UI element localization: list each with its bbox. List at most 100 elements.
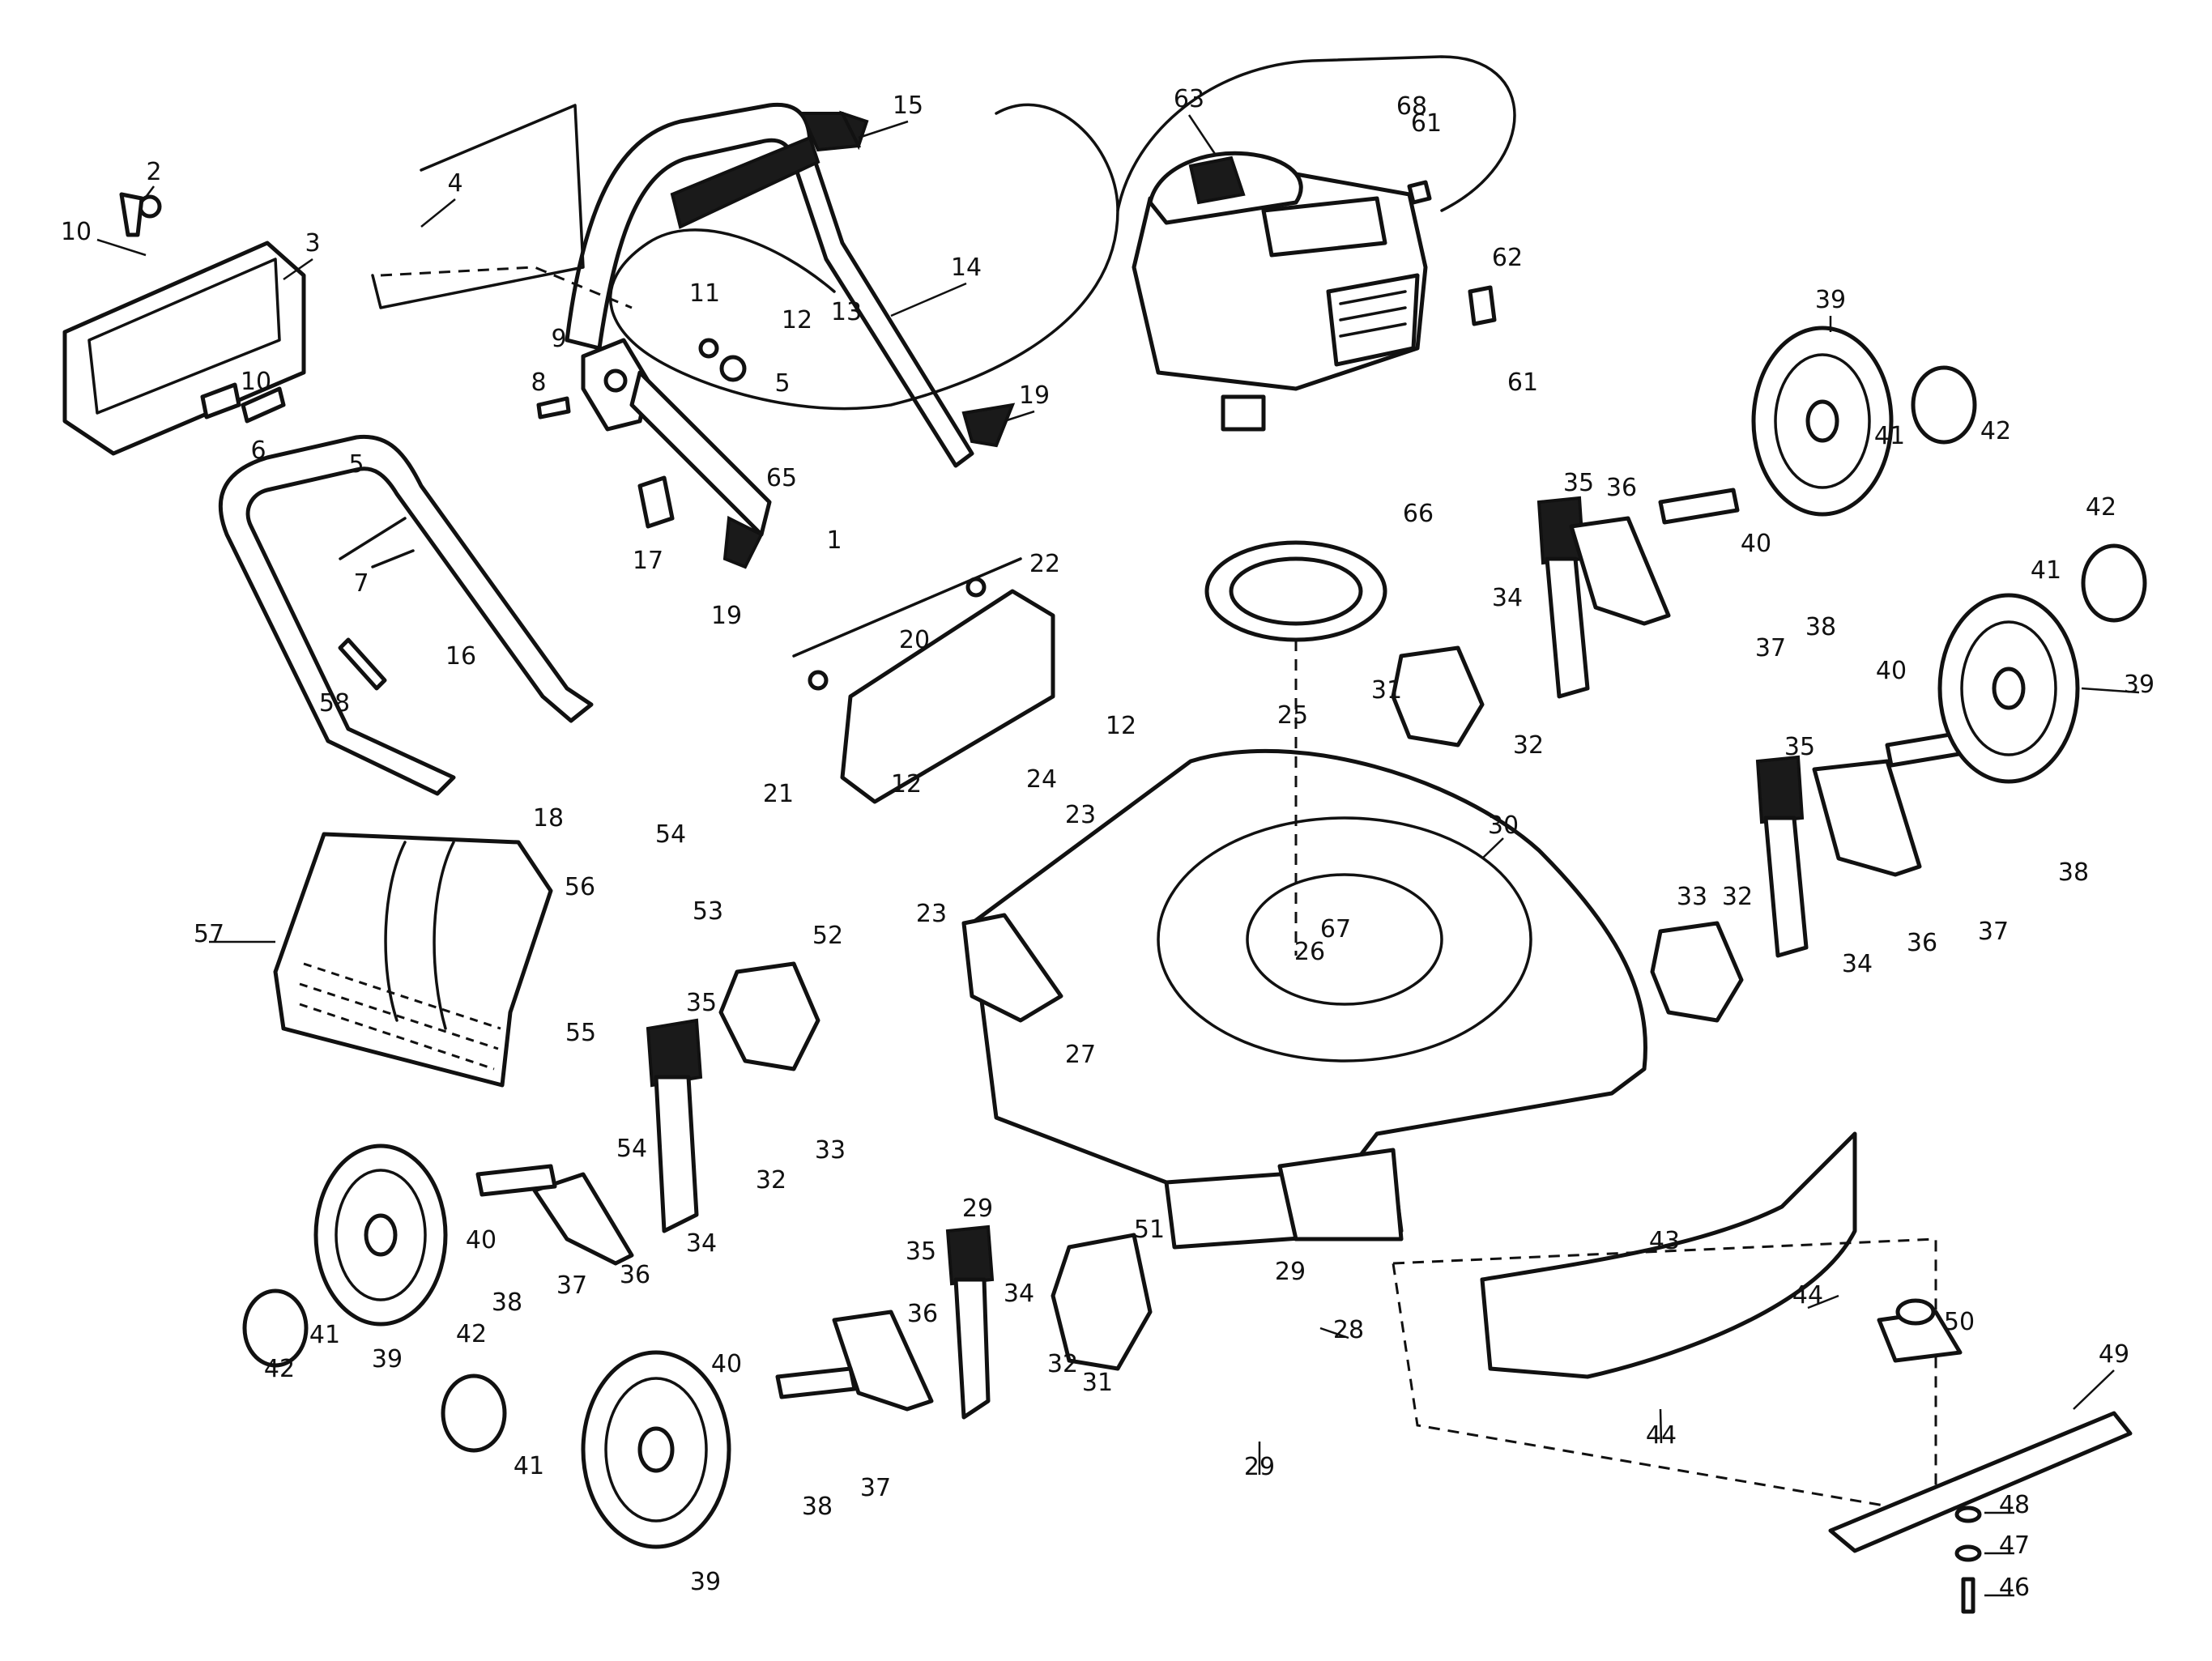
upper-handle: [565, 102, 974, 468]
part-number-label: 38: [1805, 613, 1836, 641]
part-number-label: 32: [1722, 883, 1753, 911]
part-number-label: 33: [1677, 883, 1707, 911]
part-number-label: 34: [1004, 1280, 1034, 1308]
part-number-label: 34: [1842, 950, 1873, 978]
part-number-label: 57: [194, 920, 224, 948]
part-number-label: 41: [309, 1321, 340, 1349]
blade-adaptor: [1877, 1298, 1963, 1363]
part-number-label: 3: [305, 229, 320, 258]
cutting-blade: [1828, 1411, 2133, 1553]
part-number-label: 35: [1563, 469, 1594, 497]
rear-catcher-cover: [62, 192, 306, 456]
part-number-label: 32: [1047, 1350, 1078, 1378]
part-number-label: 2: [146, 158, 161, 186]
wheel-left-front: [581, 1350, 731, 1549]
part-number-label: 38: [492, 1288, 522, 1317]
part-number-label: 38: [2058, 858, 2089, 887]
wheel-right-front: [1937, 593, 2080, 784]
part-number-label: 32: [756, 1166, 786, 1195]
part-number-label: 51: [1134, 1216, 1165, 1244]
discharge-chute: [1392, 1131, 1937, 1516]
engine-cable: [1116, 55, 1516, 212]
part-number-label: 37: [860, 1474, 891, 1502]
grass-catcher-bag: [273, 832, 553, 1088]
part-number-label: 40: [1876, 657, 1907, 685]
part-number-label: 68: [1396, 92, 1427, 121]
part-number-label: 61: [1411, 109, 1442, 138]
part-number-label: 39: [1815, 286, 1846, 314]
part-number-label: 11: [689, 279, 720, 308]
part-number-label: 10: [241, 368, 271, 396]
part-number-label: 8: [531, 368, 546, 397]
part-number-label: 29: [1244, 1453, 1275, 1481]
part-number-label: 56: [565, 873, 595, 901]
part-number-label: 12: [891, 770, 922, 799]
part-number-label: 54: [655, 820, 686, 849]
part-number-label: 35: [906, 1237, 936, 1266]
part-number-label: 37: [556, 1271, 587, 1300]
part-number-label: 52: [812, 922, 843, 950]
part-number-label: 20: [899, 626, 930, 654]
part-number-label: 22: [1029, 550, 1060, 578]
part-number-label: 50: [1944, 1308, 1975, 1336]
part-number-label: 12: [782, 306, 812, 334]
part-number-label: 5: [348, 450, 364, 479]
part-number-label: 44: [1792, 1281, 1823, 1310]
part-number-label: 34: [686, 1229, 717, 1258]
leader-lines: [96, 114, 2140, 1597]
part-number-label: 28: [1333, 1316, 1364, 1344]
part-number-label: 18: [533, 804, 564, 833]
part-number-label: 25: [1277, 701, 1308, 730]
part-number-label: 42: [1980, 417, 2011, 445]
adjuster-plates: [718, 645, 1744, 1371]
part-number-label: 55: [565, 1019, 596, 1047]
height-adjuster-left-rear: [646, 1018, 703, 1233]
part-number-label: 41: [514, 1452, 544, 1480]
control-bail: [629, 370, 1016, 569]
part-number-label: 36: [1907, 929, 1937, 957]
part-number-label: 66: [1403, 500, 1434, 528]
part-number-label: 47: [1999, 1531, 2030, 1560]
part-number-label: 14: [951, 253, 982, 282]
part-number-label: 42: [2086, 493, 2116, 522]
engine-mount-ring: [1204, 540, 1387, 956]
blade-hardware: [1954, 1506, 1982, 1614]
part-number-label: 10: [61, 218, 92, 246]
part-number-label: 19: [711, 602, 742, 630]
wheel-right-rear: [1751, 326, 1894, 517]
part-number-label: 39: [690, 1568, 721, 1596]
part-number-label: 46: [1999, 1574, 2030, 1602]
part-number-label: 37: [1978, 918, 2009, 946]
part-number-label: 29: [962, 1195, 993, 1223]
part-number-label: 39: [2124, 671, 2154, 699]
part-number-label: 23: [916, 900, 947, 928]
part-number-label: 5: [774, 369, 790, 398]
part-number-label: 23: [1065, 801, 1096, 829]
part-number-label: 21: [763, 780, 794, 808]
part-number-label: 9: [551, 325, 566, 353]
part-number-label: 13: [831, 298, 862, 326]
part-number-label: 54: [616, 1135, 647, 1163]
part-number-label: 34: [1492, 584, 1523, 612]
part-number-label: 40: [711, 1350, 742, 1378]
mower-deck: [961, 748, 1647, 1250]
part-number-label: 36: [1606, 474, 1637, 502]
engine: [1132, 151, 1497, 432]
axle-brackets: [475, 488, 1967, 1412]
part-number-label: 44: [1646, 1421, 1677, 1450]
part-number-label: 29: [1275, 1258, 1306, 1286]
part-number-label: 26: [1294, 938, 1325, 966]
part-number-label: 42: [456, 1320, 487, 1348]
part-number-label: 37: [1755, 634, 1786, 662]
part-number-label: 16: [445, 642, 476, 671]
part-number-label: 36: [620, 1261, 650, 1289]
part-number-label: 48: [1999, 1491, 2030, 1519]
part-number-label: 7: [353, 569, 369, 598]
part-number-label: 17: [633, 547, 663, 575]
part-number-label: 40: [466, 1226, 497, 1254]
part-number-label: 36: [907, 1300, 938, 1328]
height-adjuster-right-rear: [1536, 496, 1590, 699]
rear-baffle: [792, 557, 1055, 804]
